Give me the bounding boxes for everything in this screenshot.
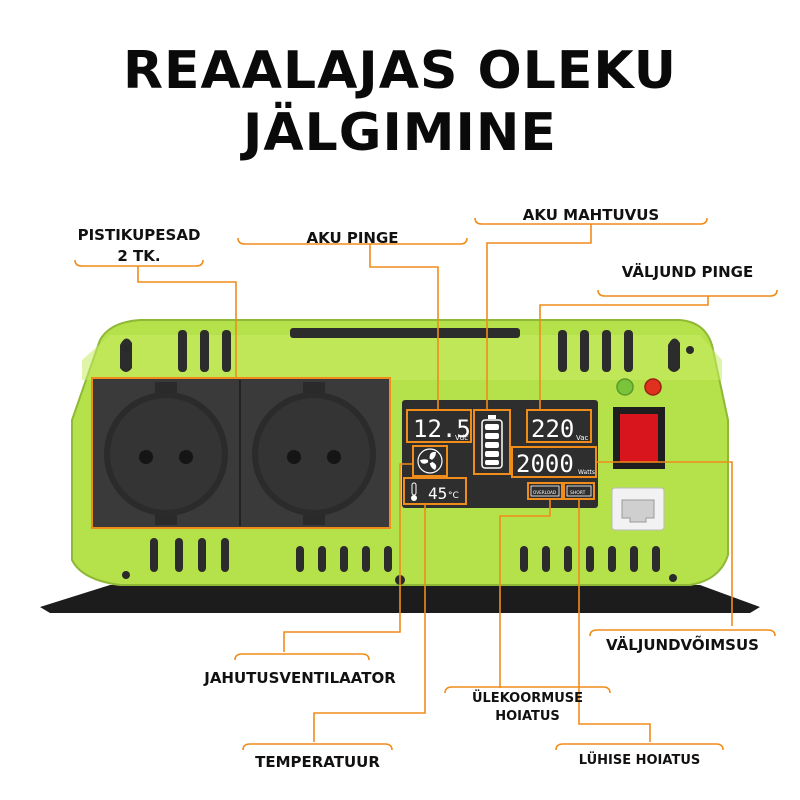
bottom-vents xyxy=(150,538,660,572)
power-led-green xyxy=(616,378,634,396)
callout-sockets-line2: 2 TK. xyxy=(117,247,161,265)
callout-output-voltage: VÄLJUND PINGE xyxy=(621,263,754,281)
battery-capacity-icon xyxy=(481,415,503,469)
callout-overload: ÜLEKOORMUSE HOIATUS xyxy=(445,690,610,726)
callout-battery-voltage: AKU PINGE xyxy=(306,229,399,247)
temperature-unit: °C xyxy=(448,491,459,501)
callout-cooling-fan: JAHUTUSVENTILAATOR xyxy=(204,669,396,687)
socket-left xyxy=(104,382,228,525)
title-line-1: REAALAJAS OLEKU xyxy=(122,41,678,101)
callout-sockets: PISTIKUPESAD 2 TK. xyxy=(75,225,203,267)
callout-overload-line1: ÜLEKOORMUSE xyxy=(471,691,584,706)
output-power-value: 2000 xyxy=(516,450,574,478)
callout-battery-capacity: AKU MAHTUVUS xyxy=(522,206,660,224)
short-indicator-label: SHORT xyxy=(570,490,586,496)
fan-icon xyxy=(417,448,443,474)
overload-indicator xyxy=(530,485,560,497)
callout-temperature: TEMPERATUUR xyxy=(255,753,380,771)
socket-right xyxy=(252,382,376,525)
power-switch[interactable] xyxy=(620,414,658,462)
battery-voltage-value: 12.5 xyxy=(413,415,471,443)
callout-overload-line2: HOIATUS xyxy=(495,709,560,724)
page-title: REAALAJAS OLEKU JÄLGIMINE xyxy=(0,40,800,164)
battery-voltage-unit: Vdc xyxy=(455,434,468,442)
output-voltage-value: 220 xyxy=(531,415,574,443)
short-indicator xyxy=(566,485,592,497)
callout-sockets-line1: PISTIKUPESAD xyxy=(77,226,201,244)
thermometer-icon xyxy=(411,482,417,501)
temperature-value: 45 xyxy=(428,484,447,503)
output-voltage-unit: Vac xyxy=(576,434,589,442)
lcd-panel xyxy=(402,400,598,508)
overload-indicator-label: OVERLOAD xyxy=(533,490,556,495)
output-power-unit: Watts xyxy=(578,469,595,476)
fault-led-red xyxy=(644,378,662,396)
title-line-2: JÄLGIMINE xyxy=(243,103,557,163)
callout-lines xyxy=(74,217,778,751)
callout-output-power: VÄLJUNDVÕIMSUS xyxy=(606,636,759,654)
callout-short-circuit: LÜHISE HOIATUS xyxy=(578,753,701,768)
